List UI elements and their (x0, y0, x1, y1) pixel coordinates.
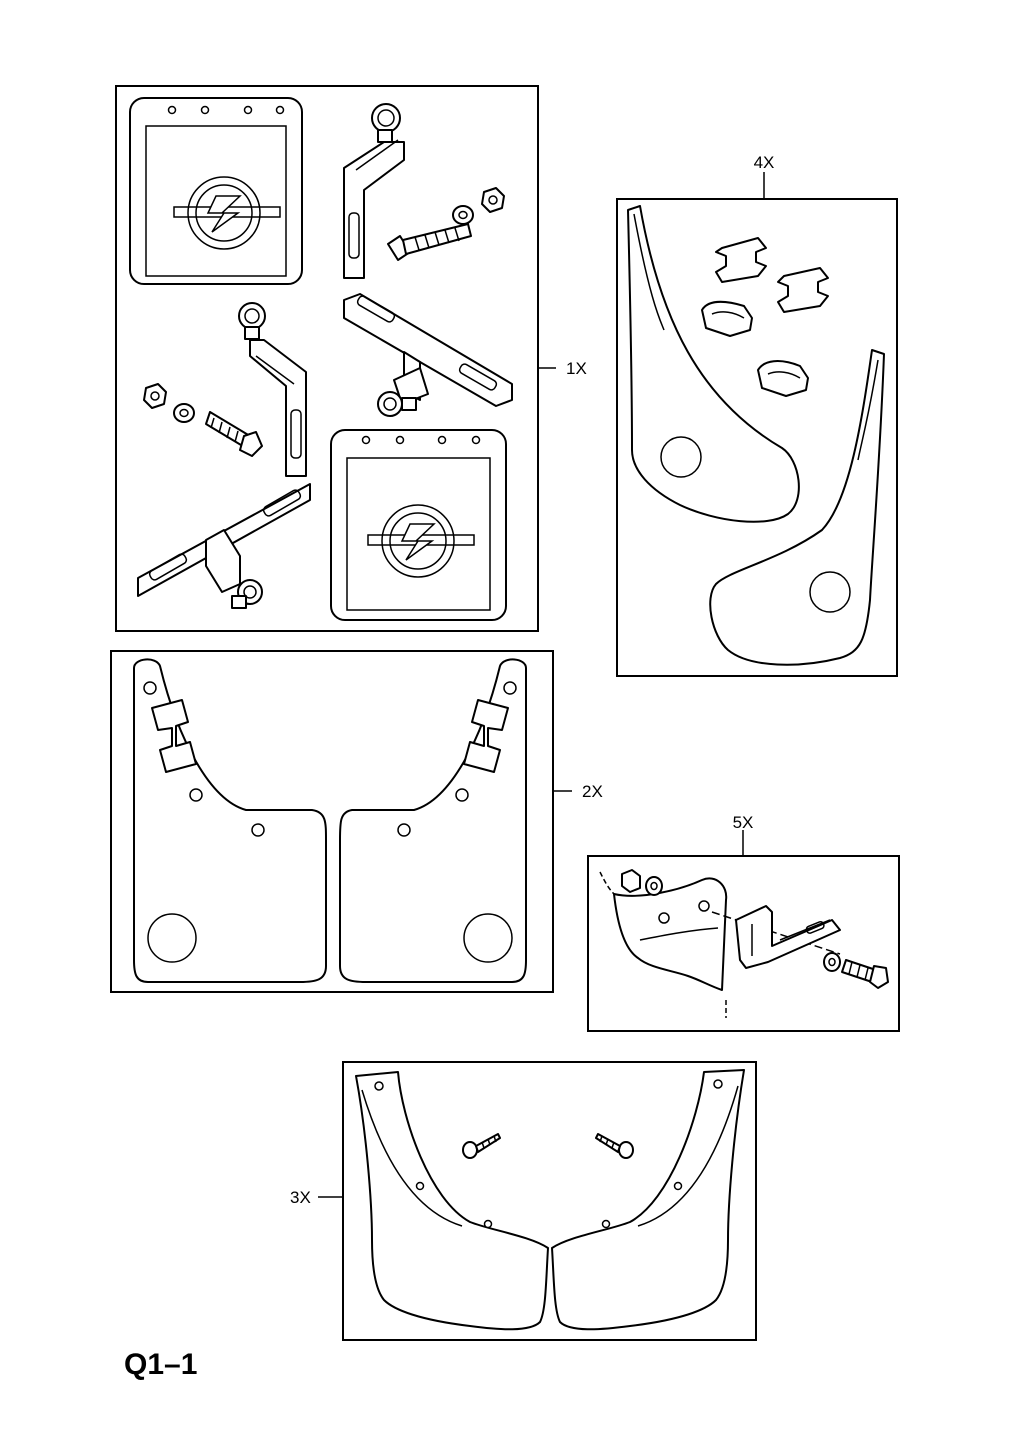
panel-2x: 2X (110, 650, 603, 993)
clip-icon (777, 267, 829, 313)
panel-3x-frame (342, 1061, 757, 1341)
bracket-icon (238, 302, 307, 477)
washer-icon (823, 952, 841, 972)
mudflap-icon (339, 658, 527, 983)
bracket-icon (343, 103, 405, 279)
wheel-arch-icon (599, 871, 728, 1018)
nut-icon (481, 187, 505, 213)
clip-icon (715, 237, 767, 283)
screw-icon (595, 1133, 634, 1159)
panel-1x-label: 1X (566, 359, 587, 378)
washer-icon (452, 205, 474, 225)
mudflap-icon (709, 349, 885, 666)
clip-icon (757, 360, 809, 397)
mudflap-icon (627, 205, 800, 523)
panel-3x: 3X (290, 1061, 757, 1341)
bolt-icon (205, 411, 263, 457)
panel-2x-label: 2X (582, 782, 603, 801)
mudflap-icon (133, 658, 327, 983)
panel-5x-label: 5X (733, 813, 754, 832)
mudflap-with-logo-icon (330, 429, 507, 621)
bracket-icon (343, 293, 513, 417)
bolt-icon (387, 223, 472, 261)
panel-5x: 5X (587, 813, 900, 1032)
panel-1x-frame (115, 85, 539, 632)
panel-4x: 4X (616, 153, 898, 677)
washer-icon (645, 876, 663, 896)
mudflap-icon (551, 1069, 745, 1331)
screw-icon (462, 1133, 501, 1159)
mudflap-with-logo-icon (129, 97, 303, 285)
washer-icon (173, 403, 195, 423)
nut-icon (143, 383, 167, 409)
mudflap-icon (355, 1071, 549, 1331)
bracket-icon (735, 905, 841, 969)
panel-4x-label: 4X (754, 153, 775, 172)
bolt-icon (841, 959, 889, 989)
panel-3x-label: 3X (290, 1188, 311, 1207)
clip-icon (701, 300, 753, 337)
nut-icon (621, 869, 641, 893)
panel-2x-frame (110, 650, 554, 993)
bracket-icon (137, 483, 311, 609)
figure-code: Q1–1 (124, 1348, 197, 1381)
panel-4x-frame (616, 198, 898, 677)
panel-1x: 1X (115, 85, 587, 632)
